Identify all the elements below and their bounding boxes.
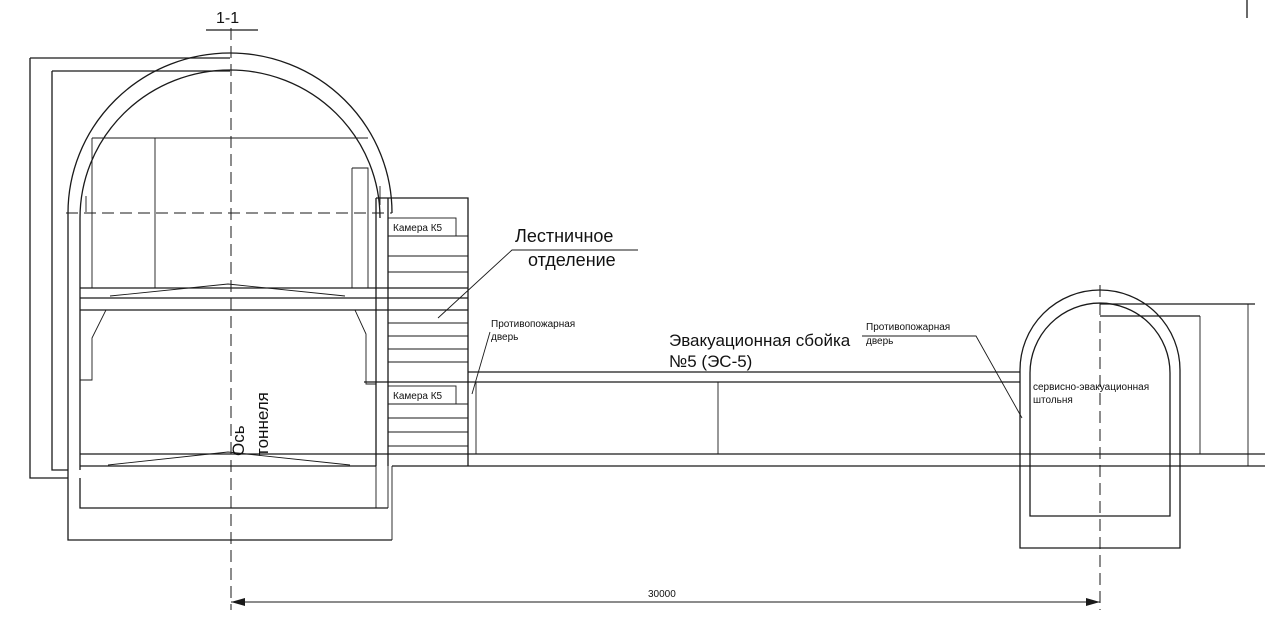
fire-door-right-line2: дверь — [866, 336, 893, 347]
evacuation-crosscut — [376, 371, 1020, 467]
stair-label-line2: отделение — [528, 250, 616, 270]
dimension-value: 30000 — [648, 589, 676, 600]
service-gallery: сервисно-эвакуационная штольня — [1019, 285, 1265, 610]
tunnel-axis-label: Ось тоннеля — [229, 392, 272, 456]
stair-label-line1: Лестничное — [515, 226, 613, 246]
fire-door-left-line1: Противопожарная — [491, 319, 575, 330]
chamber-k5-upper-label: Камера К5 — [393, 223, 443, 234]
fire-door-right-callout: Противопожарная дверь — [862, 322, 1023, 419]
arrow-left-icon — [231, 598, 245, 606]
arrow-right-icon — [1086, 598, 1100, 606]
section-label: 1-1 — [206, 10, 258, 31]
axis-label-line2: тоннеля — [253, 392, 272, 456]
gallery-label-line2: штольня — [1033, 395, 1073, 406]
section-label-text: 1-1 — [216, 10, 239, 27]
fire-door-left-line2: дверь — [491, 332, 518, 343]
dimension-30000: 30000 — [231, 589, 1100, 606]
chamber-k5-lower-label: Камера К5 — [393, 391, 443, 402]
crosscut-label-line2: №5 (ЭС-5) — [669, 352, 752, 371]
crosscut-callout: Эвакуационная сбойка №5 (ЭС-5) — [669, 331, 851, 371]
stair-compartment-callout: Лестничное отделение — [437, 226, 638, 319]
fire-door-left-callout: Противопожарная дверь — [471, 319, 575, 395]
main-tunnel: Ось тоннеля — [29, 28, 393, 610]
gallery-label-line1: сервисно-эвакуационная — [1033, 382, 1149, 393]
fire-door-right-line1: Противопожарная — [866, 322, 950, 333]
axis-label-line1: Ось — [229, 425, 248, 456]
crosscut-label-line1: Эвакуационная сбойка — [669, 331, 851, 350]
stair-compartment: Камера К5 Камера К5 — [364, 197, 469, 466]
